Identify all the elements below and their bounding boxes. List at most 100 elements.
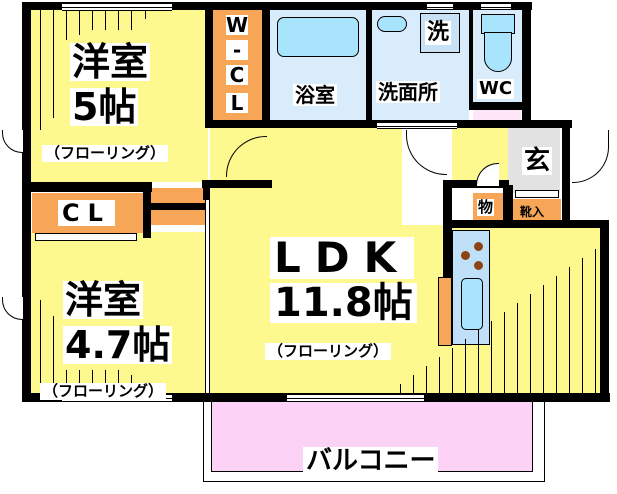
toilet-label: WC: [477, 78, 515, 99]
hatch: [118, 370, 119, 392]
wcl-label-dash: -: [226, 40, 248, 60]
hatch: [40, 10, 41, 130]
hatch: [66, 370, 67, 392]
wall-right-kitchen: [600, 220, 609, 402]
kitchen-sink: [461, 278, 483, 330]
closet-shelf-lower: [150, 210, 205, 225]
sliding-partition: [205, 200, 210, 393]
balcony-label: バルコニー: [303, 447, 439, 475]
bathtub: [277, 17, 359, 57]
toilet-bowl: [484, 32, 512, 72]
entrance-label: 玄: [522, 146, 553, 176]
wall-wcl-left: [205, 2, 213, 128]
hatch: [582, 258, 583, 393]
hatch: [491, 321, 492, 393]
window-ldk-bottom: [287, 394, 424, 402]
hatch: [53, 10, 54, 118]
bathroom-label: 浴室: [293, 83, 337, 107]
hatch: [53, 316, 54, 392]
ldk-size: 11.8帖: [270, 283, 417, 323]
shoe-box: [513, 199, 561, 221]
wall-room1-lower-right: [202, 180, 272, 188]
hatch: [105, 10, 106, 30]
hatch: [452, 348, 453, 393]
western-room-1-size: 5帖: [70, 85, 139, 129]
door-ldk-hall[interactable]: [406, 130, 447, 175]
wall-wc-right: [522, 2, 531, 127]
shoe-box-label: 靴入: [520, 205, 545, 219]
wall-top: [22, 2, 532, 10]
stove-burner-1: [474, 242, 483, 251]
wall-wcl-right: [262, 2, 270, 128]
wall-closet-shelf: [150, 203, 205, 210]
ldk-flooring: （フローリング）: [265, 343, 392, 360]
wall-hall-left: [443, 180, 452, 228]
wall-entrance-top: [372, 120, 572, 128]
hatch: [66, 10, 67, 40]
toilet-small-area: [473, 110, 521, 122]
hatch: [543, 285, 544, 393]
hatch: [105, 370, 106, 392]
washing-machine-label: 洗: [425, 20, 452, 45]
wall-kitchen-top: [450, 220, 609, 228]
hatch: [92, 10, 93, 30]
hatch: [426, 366, 427, 393]
door-room1-exterior[interactable]: [2, 130, 23, 153]
ldk-label: LDK: [270, 237, 415, 279]
wall-kitchen-left: [443, 225, 452, 277]
hatch: [400, 384, 401, 393]
wcl-label-l: L: [226, 93, 248, 113]
wall-storage-right: [503, 185, 513, 225]
wcl-label-c: C: [226, 65, 248, 85]
closet-shelf-upper: [150, 188, 205, 203]
hatch: [478, 330, 479, 393]
hatch: [118, 10, 119, 30]
western-room-1-name: 洋室: [70, 40, 151, 84]
kitchen-cabinet: [438, 277, 452, 346]
hatch: [595, 249, 596, 393]
hatch: [413, 375, 414, 393]
washroom-label: 洗面所: [376, 80, 440, 104]
hatch: [131, 10, 132, 30]
wall-closet-right: [143, 182, 151, 238]
stove-burner-3: [474, 261, 483, 270]
western-room-2-size: 4.7帖: [63, 323, 173, 367]
washroom-sliding-door: [377, 122, 457, 129]
hatch: [79, 10, 80, 35]
door-entrance[interactable]: [572, 130, 609, 183]
western-room-2-flooring: （フローリング）: [40, 383, 167, 400]
closet-label: CL: [58, 200, 115, 226]
hatch: [556, 276, 557, 393]
hatch: [465, 339, 466, 393]
wall-bath-bottom: [205, 120, 375, 128]
hatch: [517, 303, 518, 393]
window-wc-top: [481, 3, 511, 10]
wall-left: [22, 2, 31, 402]
wall-wash-wc: [469, 2, 473, 102]
hatch: [92, 370, 93, 392]
western-room-2-name: 洋室: [63, 278, 144, 322]
wall-ldk-left: [203, 180, 210, 200]
ldk-kitchen-floor: [402, 225, 602, 394]
wall-bath-wash: [366, 2, 372, 120]
shoe-box-doors: [515, 190, 559, 198]
hatch: [530, 294, 531, 393]
wall-wc-bottom: [469, 102, 529, 110]
wcl-label-w: W: [226, 13, 249, 37]
wall-room1-bottom: [22, 182, 152, 192]
hatch: [569, 267, 570, 393]
closet-doors: [35, 233, 137, 241]
window-wash-top: [427, 3, 453, 10]
hatch: [40, 300, 41, 392]
western-room-1-flooring: （フローリング）: [42, 145, 169, 162]
hatch: [439, 357, 440, 393]
hatch: [504, 312, 505, 393]
stove-burner-2: [461, 251, 470, 260]
wall-entrance-right: [562, 120, 570, 228]
toilet-tank: [481, 14, 515, 34]
door-room2-exterior[interactable]: [2, 297, 23, 320]
wash-basin: [377, 16, 407, 32]
hatch: [145, 10, 146, 19]
window-room1-top: [62, 3, 172, 11]
storage-label: 物: [477, 198, 495, 216]
